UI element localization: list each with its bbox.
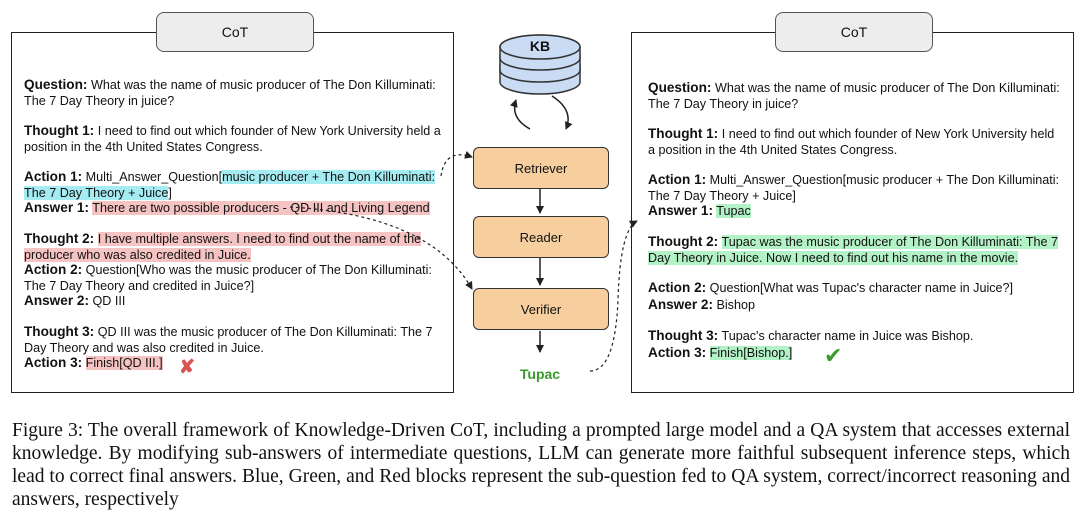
action-text: Question[Who was the music producer of T…: [24, 263, 432, 293]
left-answer-2: Answer 2: QD III: [24, 293, 444, 310]
verifier-module: Verifier: [473, 288, 609, 330]
question-text: What was the name of music producer of T…: [648, 81, 1060, 111]
incorrect-cross-icon: ✘: [179, 357, 195, 378]
incorrect-answer-highlight: There are two possible producers - QD II…: [92, 201, 430, 215]
left-action-1: Action 1: Multi_Answer_Question[music pr…: [24, 169, 444, 201]
thought-label: Thought 2:: [24, 231, 95, 246]
answer-label: Answer 2:: [648, 297, 713, 312]
reader-module: Reader: [473, 216, 609, 258]
correct-check-icon: ✔: [824, 343, 843, 368]
thought-label: Thought 3:: [648, 328, 719, 343]
output-to-right-answer-connector: [589, 220, 638, 372]
left-action-3: Action 3: Finish[QD III.]: [24, 355, 224, 372]
thought-text: I need to find out which founder of New …: [24, 124, 441, 154]
right-thought-1: Thought 1: I need to find out which foun…: [648, 126, 1063, 158]
action-prefix: Multi_Answer_Question[: [85, 170, 223, 184]
correct-final-highlight: Finish[Bishop.]: [709, 346, 793, 360]
database-icon: [499, 34, 581, 95]
right-thought-2: Thought 2: Tupac was the music producer …: [648, 234, 1063, 266]
answer-label: Answer 2:: [24, 293, 89, 308]
right-cot-tab: CoT: [775, 12, 933, 52]
figure-caption: Figure 3: The overall framework of Knowl…: [12, 420, 1070, 510]
qa-output-label: Tupac: [519, 366, 561, 382]
right-question: Question: What was the name of music pro…: [648, 80, 1063, 112]
action-label: Action 1:: [648, 172, 707, 187]
thought-label: Thought 3:: [24, 324, 95, 339]
question-label: Question:: [24, 77, 88, 92]
left-question: Question: What was the name of music pro…: [24, 77, 444, 109]
action-text: Question[What was Tupac's character name…: [709, 281, 1014, 295]
right-answer-1: Answer 1: Tupac: [648, 203, 1063, 220]
kb-down-arrow-icon: [551, 95, 573, 130]
action-text: Multi_Answer_Question[music producer + T…: [648, 173, 1060, 203]
action-label: Action 2:: [648, 280, 707, 295]
left-thought-2: Thought 2: I have multiple answers. I ne…: [24, 231, 444, 263]
right-thought-3: Thought 3: Tupac's character name in Jui…: [648, 328, 1063, 345]
action-label: Action 1:: [24, 169, 83, 184]
left-answer-1: Answer 1: There are two possible produce…: [24, 200, 444, 217]
left-action-2: Action 2: Question[Who was the music pro…: [24, 262, 444, 294]
incorrect-final-highlight: Finish[QD III.]: [85, 356, 163, 370]
right-action-3: Action 3: Finish[Bishop.]: [648, 345, 848, 362]
answer-to-verifier-connector: [289, 206, 473, 290]
right-action-1: Action 1: Multi_Answer_Question[music pr…: [648, 172, 1063, 204]
answer-label: Answer 1:: [648, 203, 713, 218]
thought-label: Thought 2:: [648, 234, 719, 249]
action-label: Action 2:: [24, 262, 83, 277]
left-cot-tab: CoT: [156, 12, 314, 52]
left-thought-1: Thought 1: I need to find out which foun…: [24, 123, 444, 155]
question-label: Question:: [648, 80, 712, 95]
correct-answer-highlight: Tupac: [716, 204, 751, 218]
right-cot-panel: [631, 32, 1074, 393]
action-label: Action 3:: [648, 345, 707, 360]
answer-text: QD III: [92, 294, 126, 308]
kb-label: KB: [529, 38, 551, 54]
answer-label: Answer 1:: [24, 200, 89, 215]
answer-text: Bishop: [716, 298, 755, 312]
question-text: What was the name of music producer of T…: [24, 78, 436, 108]
thought-label: Thought 1:: [24, 123, 95, 138]
right-answer-2: Answer 2: Bishop: [648, 297, 1063, 314]
action-suffix: ]: [168, 185, 172, 200]
action-label: Action 3:: [24, 355, 83, 370]
right-action-2: Action 2: Question[What was Tupac's char…: [648, 280, 1063, 297]
retriever-module: Retriever: [473, 147, 609, 189]
thought-text: QD III was the music producer of The Don…: [24, 325, 433, 355]
thought-text: Tupac's character name in Juice was Bish…: [721, 329, 974, 343]
thought-text: I need to find out which founder of New …: [648, 127, 1055, 157]
thought-label: Thought 1:: [648, 126, 719, 141]
left-thought-3: Thought 3: QD III was the music producer…: [24, 324, 444, 356]
subquestion-to-retriever-connector: [440, 150, 473, 177]
kb-up-arrow-icon: [509, 99, 531, 130]
